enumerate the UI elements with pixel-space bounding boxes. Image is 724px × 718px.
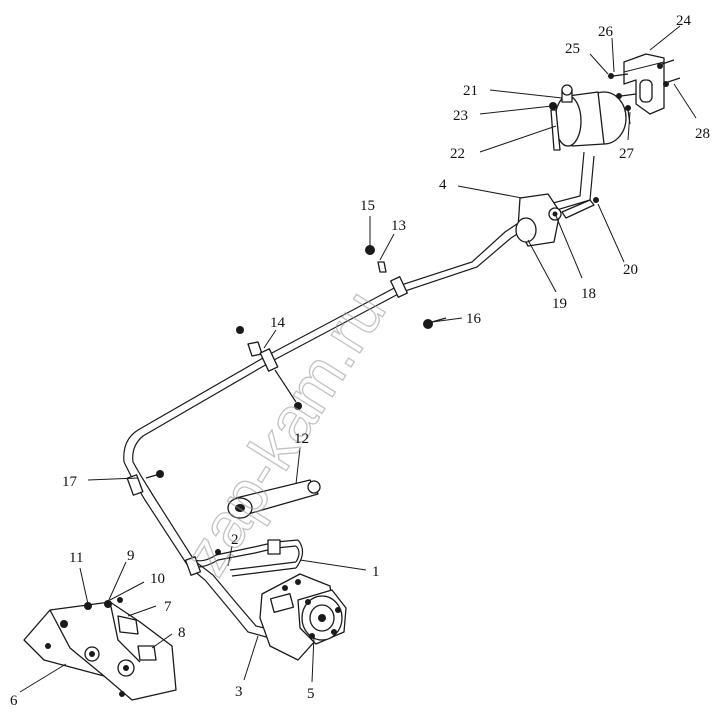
pump-5 <box>259 573 347 661</box>
pipe-pair <box>123 151 595 639</box>
callout-2: 2 <box>231 532 239 548</box>
callout-21: 21 <box>463 83 478 99</box>
clamps <box>126 245 447 576</box>
callout-16: 16 <box>466 311 482 327</box>
callout-14: 14 <box>270 315 286 331</box>
mounting-bracket-6 <box>23 597 177 701</box>
valve-assembly <box>515 193 599 247</box>
callout-11: 11 <box>69 550 83 566</box>
callout-18: 18 <box>581 286 596 302</box>
leader-lines <box>19 25 697 693</box>
callout-23: 23 <box>453 108 468 124</box>
callout-15: 15 <box>360 198 375 214</box>
callout-17: 17 <box>62 474 78 490</box>
callout-25: 25 <box>565 41 580 57</box>
callout-22: 22 <box>450 146 465 162</box>
callout-10: 10 <box>150 571 165 587</box>
callout-9: 9 <box>127 548 135 564</box>
callout-5: 5 <box>307 686 315 702</box>
callout-20: 20 <box>623 262 638 278</box>
callout-labels: 1 2 3 4 5 6 7 8 9 10 11 12 13 14 15 16 1… <box>10 13 710 709</box>
callout-24: 24 <box>676 13 692 29</box>
callout-1: 1 <box>372 564 380 580</box>
callout-8: 8 <box>178 625 186 641</box>
callout-3: 3 <box>235 684 243 700</box>
callout-4: 4 <box>439 177 447 193</box>
link-arm-12 <box>227 479 321 519</box>
callout-19: 19 <box>552 296 567 312</box>
callout-13: 13 <box>391 218 406 234</box>
reservoir-21 <box>549 84 627 151</box>
callout-12: 12 <box>294 431 309 447</box>
callout-6: 6 <box>10 693 18 709</box>
callout-27: 27 <box>619 146 635 162</box>
bracket-24 <box>608 53 681 125</box>
callout-7: 7 <box>164 599 172 615</box>
callout-26: 26 <box>598 24 614 40</box>
callout-28: 28 <box>695 126 710 142</box>
